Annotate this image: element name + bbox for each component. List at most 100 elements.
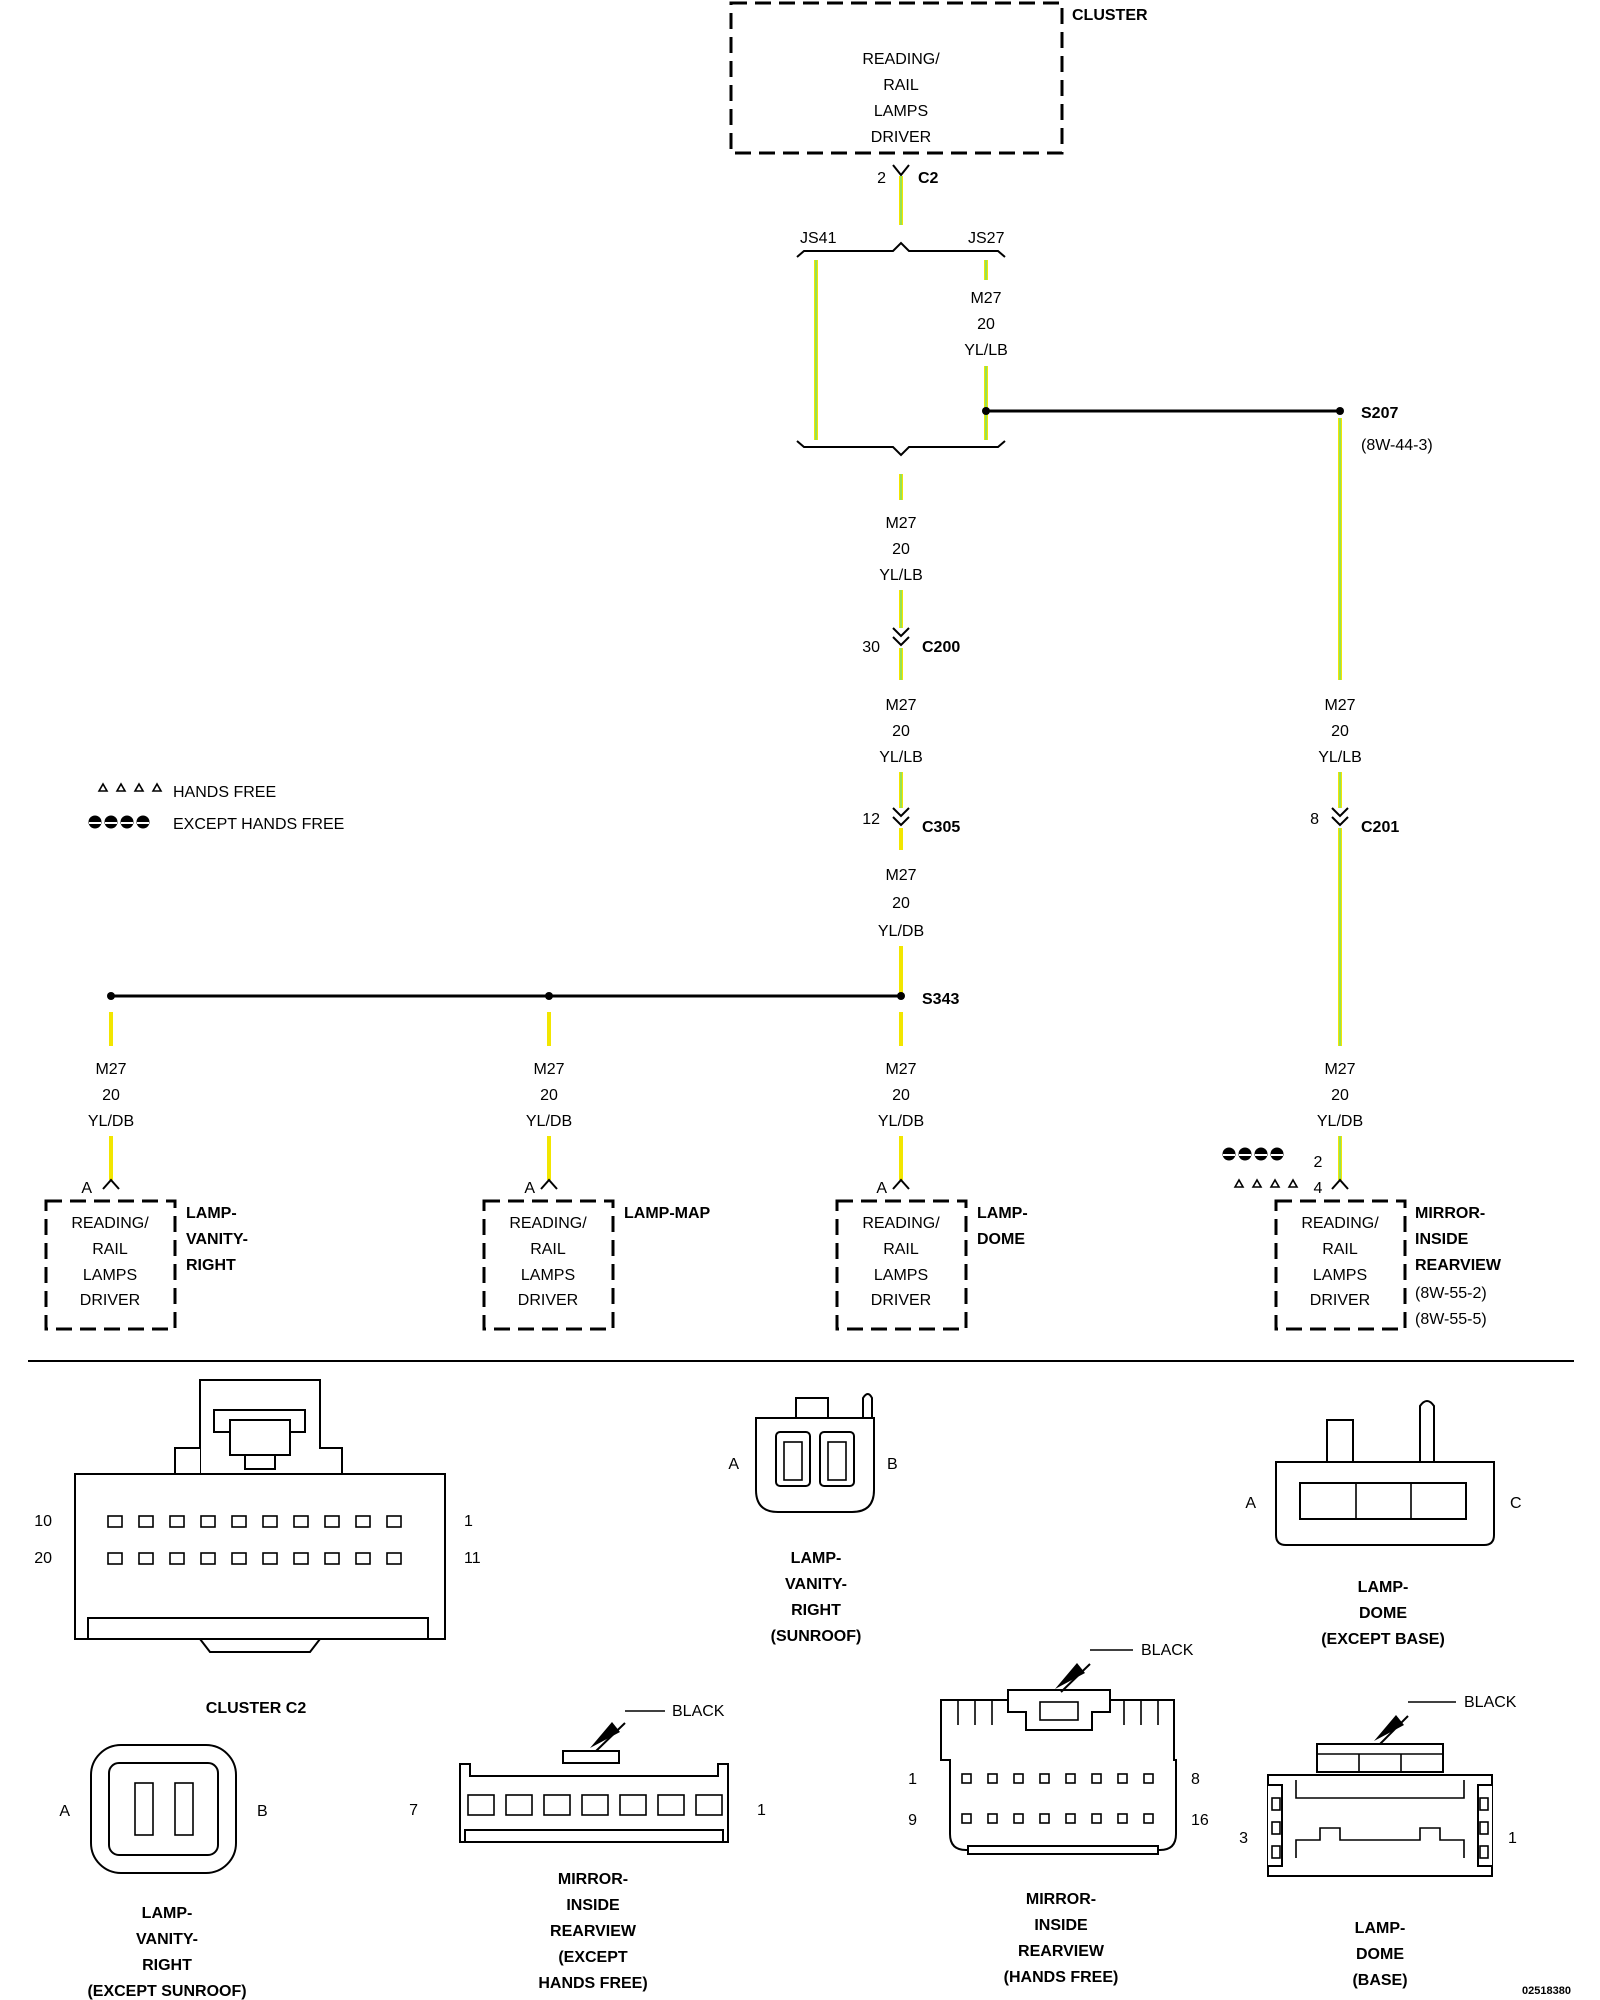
c2-pin-cavity	[138, 1515, 154, 1528]
mirror-except-hf-caption-1: MIRROR-	[558, 1871, 628, 1888]
mirror-except-symbols	[1222, 1147, 1284, 1161]
wire-map-color: YL/DB	[526, 1113, 572, 1130]
lamp-dome-module: A READING/ RAIL LAMPS DRIVER LAMP- DOME	[835, 1178, 1028, 1331]
mirror-hf-pin-cavity	[1117, 1773, 1128, 1784]
wire-main-3-gauge: 20	[892, 895, 910, 912]
c201-name: C201	[1361, 819, 1399, 836]
wire-main-2-gauge: 20	[892, 723, 910, 740]
vanity-line-1: READING/	[71, 1215, 149, 1232]
wire-right-1-gauge: 20	[1331, 723, 1349, 740]
js41-label: JS41	[800, 230, 837, 247]
splice-dot-map	[545, 992, 553, 1000]
vanity-pin: A	[81, 1180, 92, 1197]
wire-right-2-gauge: 20	[1331, 1087, 1349, 1104]
mirror-except-hf-pin-cavity	[467, 1794, 495, 1816]
c305-pin: 12	[862, 811, 880, 828]
mirror-title-1: MIRROR-	[1415, 1205, 1485, 1222]
wire-branch-map: M27 20 YL/DB	[526, 1012, 572, 1180]
wire-main-1: M27 20 YL/LB	[879, 474, 923, 628]
c2-pin-cavity	[293, 1515, 309, 1528]
c201-pin: 8	[1310, 811, 1319, 828]
splice-dot-vanity	[107, 992, 115, 1000]
vanity-sunroof-pin-b: B	[887, 1456, 898, 1473]
wire-main-2-circuit: M27	[885, 697, 916, 714]
mirror-except-hf-connector-view: BLACK 7 1 MIRROR- INSIDE REARVIEW (EXCEP…	[409, 1703, 766, 1992]
wire-main-1-color: YL/LB	[879, 567, 923, 584]
mirror-except-hf-pin-cavity	[619, 1794, 647, 1816]
c2-pin-cavity	[324, 1515, 340, 1528]
wire-dome-color: YL/DB	[878, 1113, 924, 1130]
c2-pin-cavity	[355, 1552, 371, 1565]
c2-view-caption: CLUSTER C2	[206, 1700, 307, 1717]
wire-main-2: M27 20 YL/LB	[879, 648, 923, 808]
mirror-hands-triangles	[1233, 1178, 1299, 1188]
map-line-4: DRIVER	[518, 1292, 578, 1309]
mirror-hf-pin-cavity	[961, 1813, 972, 1824]
dome-base-caption-3: (BASE)	[1352, 1972, 1407, 1989]
wire-map-gauge: 20	[540, 1087, 558, 1104]
cluster-line-1: READING/	[862, 51, 940, 68]
dome-except-caption-1: LAMP-	[1358, 1579, 1409, 1596]
vanity-line-4: DRIVER	[80, 1292, 140, 1309]
wire-vanity-circuit: M27	[95, 1061, 126, 1078]
wire-js27-circuit: M27	[970, 290, 1001, 307]
wire-branch-dome: M27 20 YL/DB	[878, 1012, 924, 1180]
c2-pin-cavity	[293, 1552, 309, 1565]
c2-pin-cavity	[231, 1552, 247, 1565]
mirror-ref-1: (8W-55-2)	[1415, 1285, 1487, 1302]
wire-main-3: M27 20 YL/DB	[878, 828, 924, 996]
c2-pin-cavity	[200, 1515, 216, 1528]
mirror-hf-pin-cavity	[1013, 1773, 1024, 1784]
mirror-hf-pin-cavity	[961, 1773, 972, 1784]
mirror-hf-pin-cavity	[1143, 1813, 1154, 1824]
mirror-title-3: REARVIEW	[1415, 1257, 1502, 1274]
wire-right-2-color: YL/DB	[1317, 1113, 1363, 1130]
mirror-hf-pin-cavity	[1143, 1773, 1154, 1784]
dome-title-1: LAMP-	[977, 1205, 1028, 1222]
wire-right-1-circuit: M27	[1324, 697, 1355, 714]
cluster-line-2: RAIL	[883, 77, 919, 94]
vanity-except-caption-3: RIGHT	[142, 1957, 192, 1974]
lamp-map-module: A READING/ RAIL LAMPS DRIVER LAMP-MAP	[482, 1178, 711, 1331]
c2-pin-cavity	[386, 1552, 402, 1565]
mirror-except-hf-pin-cavity	[657, 1794, 685, 1816]
dome-line-4: DRIVER	[871, 1292, 931, 1309]
c305-name: C305	[922, 819, 960, 836]
mirror-except-hf-pin-1: 1	[757, 1802, 766, 1819]
mirror-ref-2: (8W-55-5)	[1415, 1311, 1487, 1328]
c2-pin-cavity	[107, 1552, 123, 1565]
cluster-line-4: DRIVER	[871, 129, 931, 146]
dome-line-1: READING/	[862, 1215, 940, 1232]
vanity-except-sunroof-connector-view: A B LAMP- VANITY- RIGHT (EXCEPT SUNROOF)	[59, 1744, 268, 2000]
map-pin: A	[524, 1180, 535, 1197]
junction-bottom-bracket	[796, 440, 1006, 457]
mirror-except-hf-pin-cavity	[543, 1794, 571, 1816]
dome-base-caption-2: DOME	[1356, 1946, 1404, 1963]
wire-main-1-gauge: 20	[892, 541, 910, 558]
lamp-vanity-right-module: A READING/ RAIL LAMPS DRIVER LAMP- VANIT…	[44, 1178, 248, 1331]
dome-except-base-connector-view: A C LAMP- DOME (EXCEPT BASE)	[1245, 1400, 1522, 1648]
splice-dot-s343	[897, 992, 905, 1000]
wire-main-3-color: YL/DB	[878, 923, 924, 940]
map-line-3: LAMPS	[521, 1267, 575, 1284]
c2-view-pin-1: 1	[464, 1513, 473, 1530]
map-title: LAMP-MAP	[624, 1205, 711, 1222]
vanity-title-3: RIGHT	[186, 1257, 236, 1274]
c2-pin-cavity	[324, 1552, 340, 1565]
wire-right-2-circuit: M27	[1324, 1061, 1355, 1078]
wire-main-3-circuit: M27	[885, 867, 916, 884]
mirror-hf-caption-4: (HANDS FREE)	[1004, 1969, 1119, 1986]
legend: HANDS FREE EXCEPT HANDS FREE	[88, 782, 344, 833]
junction-top-bracket: JS41 JS27	[796, 230, 1006, 258]
mirror-hf-pins	[961, 1773, 1154, 1824]
mirror-title-2: INSIDE	[1415, 1231, 1469, 1248]
mirror-hf-pin-cavity	[1039, 1773, 1050, 1784]
cluster-line-3: LAMPS	[874, 103, 928, 120]
c2-view-pin-11: 11	[464, 1550, 481, 1567]
vanity-except-pin-a: A	[59, 1803, 70, 1820]
mirror-except-hf-caption-3: REARVIEW	[550, 1923, 637, 1940]
c2-pin-cavity	[231, 1515, 247, 1528]
c200-name: C200	[922, 639, 960, 656]
c2-pin-row-2	[107, 1552, 402, 1565]
wire-branch-vanity: M27 20 YL/DB	[88, 1012, 134, 1180]
